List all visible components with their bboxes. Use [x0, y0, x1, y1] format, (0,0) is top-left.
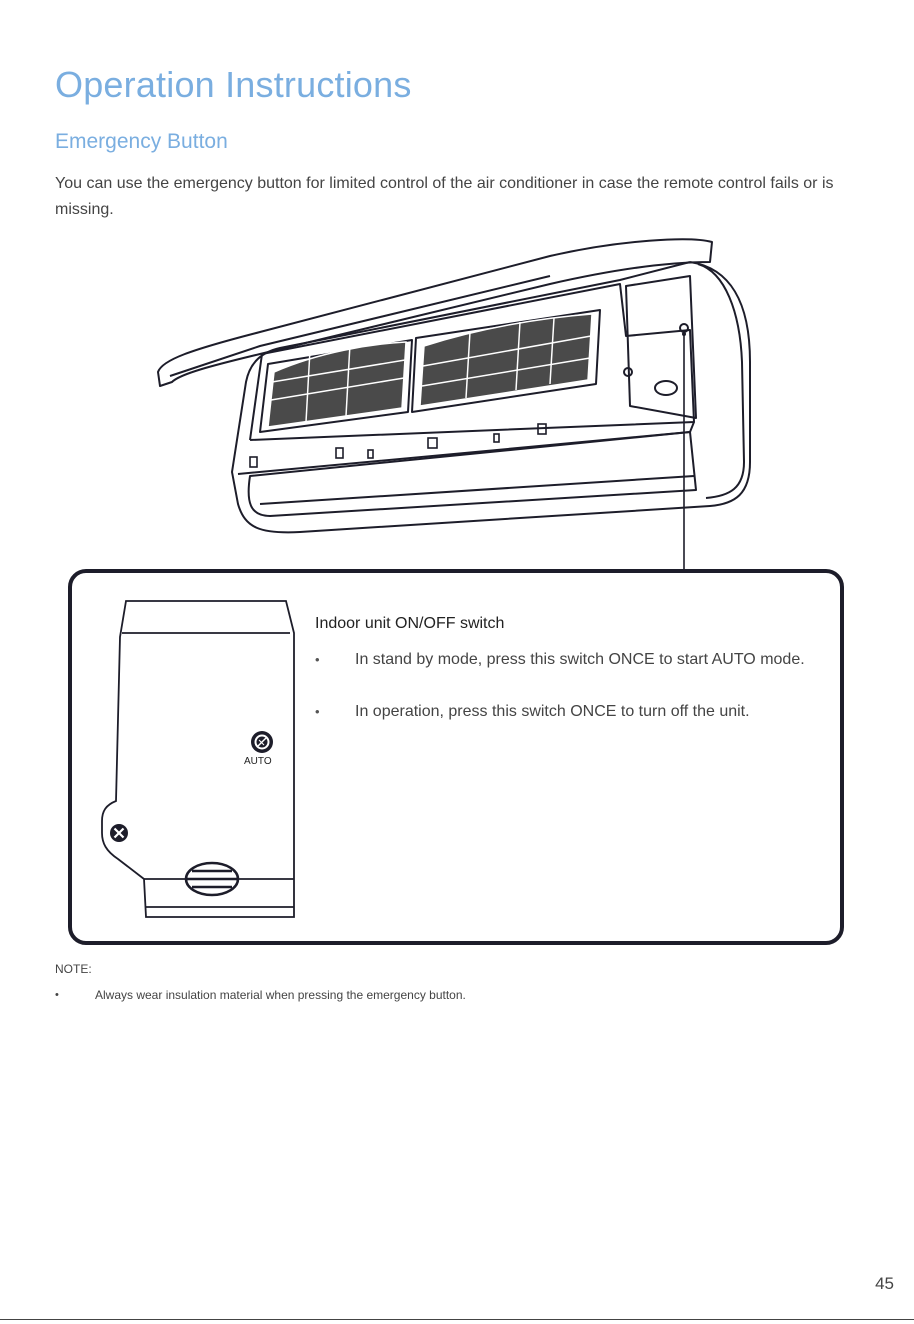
switch-instructions: •In stand by mode, press this switch ONC… — [315, 647, 815, 751]
side-panel-closeup — [101, 600, 295, 918]
auto-label: AUTO — [244, 756, 272, 767]
list-item: •Always wear insulation material when pr… — [55, 988, 466, 1002]
footer-rule — [0, 1319, 914, 1320]
note-title: NOTE: — [55, 962, 92, 976]
page-number: 45 — [875, 1274, 894, 1293]
auto-button-icon[interactable] — [250, 730, 274, 754]
detail-callout: AUTO Indoor unit ON/OFF switch •In stand… — [68, 569, 844, 945]
screw-icon — [110, 824, 128, 842]
leader-line — [682, 332, 686, 572]
section-title: Emergency Button — [55, 130, 228, 153]
indoor-unit-illustration — [157, 238, 751, 534]
note-list: •Always wear insulation material when pr… — [55, 987, 466, 1003]
list-item: •In operation, press this switch ONCE to… — [315, 703, 750, 720]
page-title: Operation Instructions — [55, 64, 412, 105]
intro-paragraph: You can use the emergency button for lim… — [55, 175, 834, 218]
switch-title: Indoor unit ON/OFF switch — [315, 615, 505, 632]
list-item: •In stand by mode, press this switch ONC… — [315, 651, 805, 668]
